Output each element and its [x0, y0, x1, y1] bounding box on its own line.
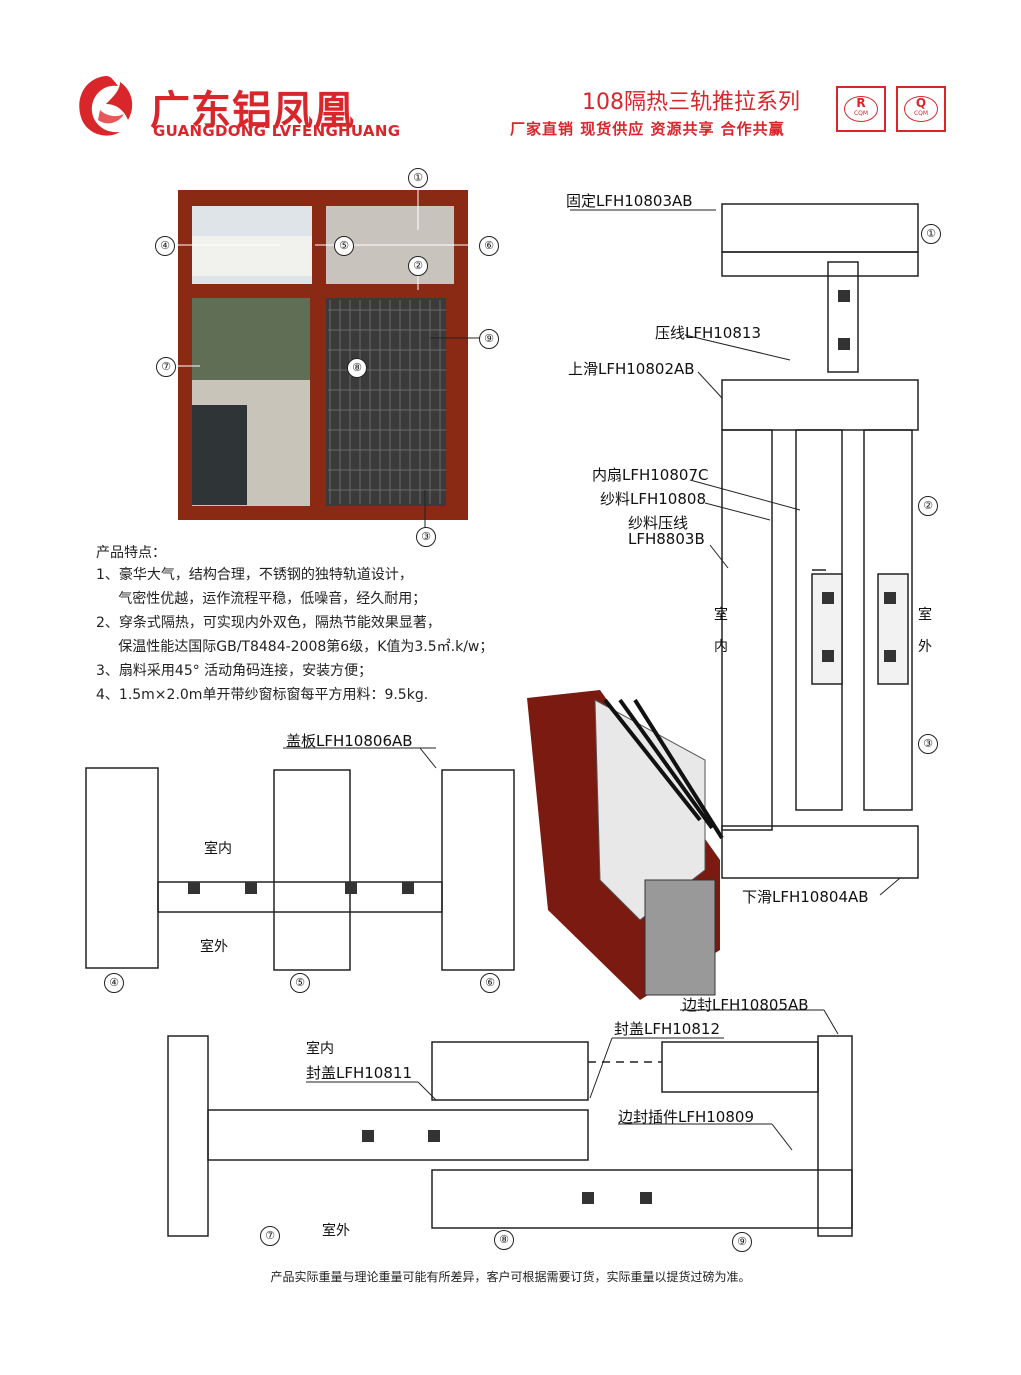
callout-1: ① — [408, 168, 428, 188]
label-bead: 压线LFH10813 — [655, 324, 761, 342]
bottom-circle-8: ⑧ — [494, 1230, 514, 1250]
horizontal-section-1 — [85, 767, 515, 971]
outdoor-label-1: 室 — [918, 607, 932, 623]
features-title: 产品特点： — [96, 545, 166, 561]
callout-8: ⑧ — [347, 358, 367, 378]
label-cap-12: 封盖LFH10812 — [614, 1020, 720, 1038]
horizontal-section-2 — [167, 1035, 853, 1237]
vertical-section — [721, 203, 919, 879]
callout-3: ③ — [416, 527, 436, 547]
bottom-circle-7: ⑦ — [260, 1226, 280, 1246]
cert-mark: R — [856, 96, 866, 110]
callout-4: ④ — [155, 236, 175, 256]
label-side-seal: 边封LFH10805AB — [682, 996, 809, 1014]
cert-sub: CQM — [853, 110, 869, 117]
label-side-insert: 边封插件LFH10809 — [618, 1108, 754, 1126]
feature-line-2: 气密性优越，运作流程平稳，低噪音，经久耐用； — [96, 591, 427, 607]
callout-9: ⑨ — [479, 329, 499, 349]
footer-note: 产品实际重量与理论重量可能有所差异，客户可根据需要订货，实际重量以提货过磅为准。 — [270, 1270, 751, 1284]
label-screen-bead-code: LFH8803B — [628, 530, 705, 548]
section-circle-1: ① — [921, 224, 941, 244]
bottom-circle-9: ⑨ — [732, 1232, 752, 1252]
label-cap-11: 封盖LFH10811 — [306, 1064, 412, 1082]
feature-line-1: 1、豪华大气，结构合理，不锈钢的独特轨道设计， — [96, 567, 413, 583]
window-illustration — [175, 180, 480, 530]
outdoor-label-2: 外 — [918, 639, 932, 655]
brand-name-en: GUANGDONG LVFENGHUANG — [153, 122, 401, 140]
bottom-indoor: 室内 — [306, 1041, 334, 1057]
label-screen: 纱料LFH10808 — [600, 490, 706, 508]
corner-sample — [527, 690, 724, 1000]
mid-circle-5: ⑤ — [290, 973, 310, 993]
feature-line-6: 4、1.5m×2.0m单开带纱窗标窗每平方用料：9.5kg. — [96, 687, 429, 703]
cert-sub: CQM — [913, 110, 929, 117]
slogan: 厂家直销 现货供应 资源共享 合作共赢 — [510, 120, 785, 138]
callout-6: ⑥ — [479, 236, 499, 256]
section-circle-3: ③ — [918, 734, 938, 754]
label-fixed: 固定LFH10803AB — [566, 192, 693, 210]
phoenix-logo-icon — [70, 70, 142, 142]
mid-indoor: 室内 — [204, 841, 232, 857]
mid-circle-6: ⑥ — [480, 973, 500, 993]
mid-outdoor: 室外 — [200, 939, 228, 955]
feature-line-5: 3、扇料采用45° 活动角码连接，安装方便； — [96, 663, 373, 679]
feature-line-4: 保温性能达国际GB/T8484-2008第6级，K值为3.5㎡.k/w； — [96, 639, 494, 655]
cert-mark: Q — [915, 96, 927, 110]
callout-7: ⑦ — [156, 357, 176, 377]
label-cover: 盖板LFH10806AB — [286, 732, 413, 750]
callout-5: ⑤ — [334, 236, 354, 256]
indoor-label-2: 内 — [714, 639, 728, 655]
callout-2: ② — [408, 256, 428, 276]
series-title: 108隔热三轨推拉系列 — [582, 90, 800, 115]
mid-circle-4: ④ — [104, 973, 124, 993]
label-screen-bead: 纱料压线 — [628, 514, 689, 532]
bottom-outdoor: 室外 — [322, 1223, 350, 1239]
label-top-slide: 上滑LFH10802AB — [568, 360, 695, 378]
brand-name-cn: 广东铝凤凰 — [150, 88, 355, 134]
label-inner-sash: 内扇LFH10807C — [592, 466, 709, 484]
feature-line-3: 2、穿条式隔热，可实现内外双色，隔热节能效果显著， — [96, 615, 441, 631]
indoor-label-1: 室 — [714, 607, 728, 623]
section-circle-2: ② — [918, 496, 938, 516]
label-bottom-slide: 下滑LFH10804AB — [742, 888, 869, 906]
